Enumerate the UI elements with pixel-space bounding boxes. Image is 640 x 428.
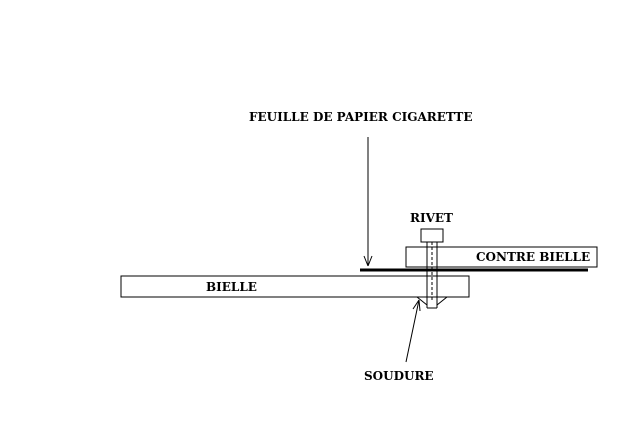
counter-rod-bar <box>405 246 598 268</box>
paper-leader-arrow <box>363 137 373 267</box>
rivet-head <box>420 228 444 243</box>
rivet-shank <box>426 242 438 309</box>
rivet-label: RIVET <box>410 211 453 225</box>
weld-label: SOUDURE <box>364 369 434 383</box>
paper-sheet-label: FEUILLE DE PAPIER CIGARETTE <box>249 110 473 124</box>
counter-rod-label: CONTRE BIELLE <box>476 250 590 264</box>
weld-bead <box>416 296 448 306</box>
rod-label: BIELLE <box>206 280 257 294</box>
weld-leader-arrow <box>405 299 421 363</box>
rod-bar <box>120 275 470 298</box>
